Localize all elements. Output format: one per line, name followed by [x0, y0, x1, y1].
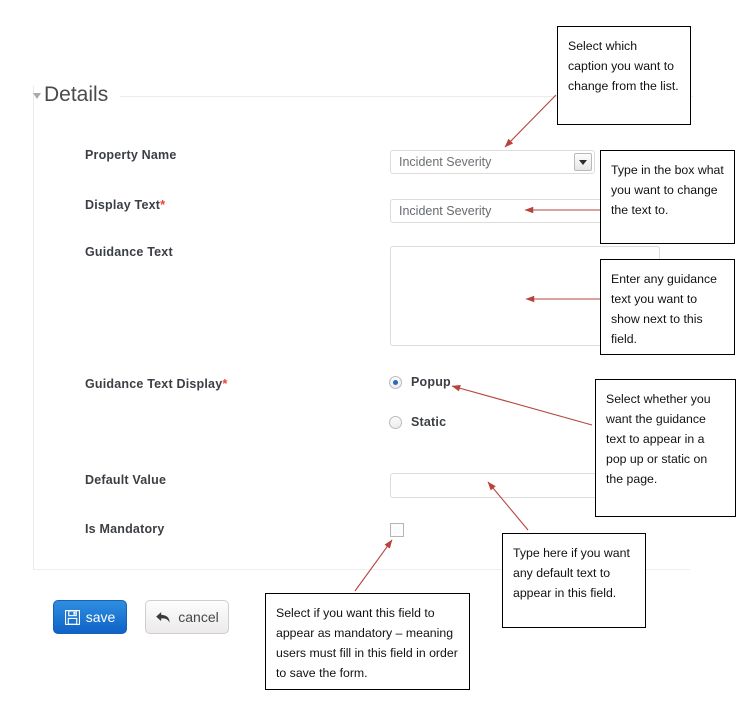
label-property-name: Property Name — [85, 148, 177, 162]
save-button[interactable]: save — [53, 600, 127, 634]
annotation-callout: Select if you want this field to appear … — [265, 593, 470, 690]
display-text-value: Incident Severity — [399, 204, 492, 218]
annotation-callout: Type here if you want any default text t… — [502, 533, 646, 628]
cancel-button[interactable]: cancel — [145, 600, 229, 634]
radio-label-static: Static — [411, 415, 447, 429]
save-button-label: save — [85, 609, 116, 625]
radio-icon-unselected[interactable] — [389, 415, 402, 429]
cancel-button-label: cancel — [178, 609, 219, 625]
annotation-callout: Select which caption you want to change … — [557, 26, 691, 125]
label-is-mandatory: Is Mandatory — [85, 522, 165, 536]
radio-option-popup[interactable]: Popup — [389, 375, 451, 389]
section-header: Details — [33, 80, 693, 110]
page-title: Details — [44, 83, 109, 106]
property-name-value: Incident Severity — [399, 155, 492, 169]
label-guidance-text-display: Guidance Text Display* — [85, 376, 228, 391]
radio-label-popup: Popup — [411, 375, 451, 389]
undo-arrow-icon — [156, 611, 170, 623]
annotation-callout: Type in the box what you want to change … — [600, 150, 735, 244]
triangle-down-icon[interactable] — [33, 93, 42, 102]
required-marker: * — [160, 197, 166, 212]
is-mandatory-checkbox[interactable] — [390, 523, 404, 537]
label-guidance-text: Guidance Text — [85, 245, 173, 259]
chevron-down-icon[interactable] — [574, 153, 592, 171]
label-default-value: Default Value — [85, 473, 167, 487]
label-display-text: Display Text* — [85, 197, 166, 212]
annotation-callout: Enter any guidance text you want to show… — [600, 259, 735, 355]
annotation-callout: Select whether you want the guidance tex… — [595, 379, 736, 517]
required-marker: * — [222, 376, 228, 391]
section-divider — [120, 96, 693, 97]
radio-option-static[interactable]: Static — [389, 415, 446, 429]
floppy-disk-icon — [64, 609, 80, 625]
property-name-select[interactable]: Incident Severity — [390, 150, 595, 174]
radio-icon-selected[interactable] — [389, 375, 402, 389]
